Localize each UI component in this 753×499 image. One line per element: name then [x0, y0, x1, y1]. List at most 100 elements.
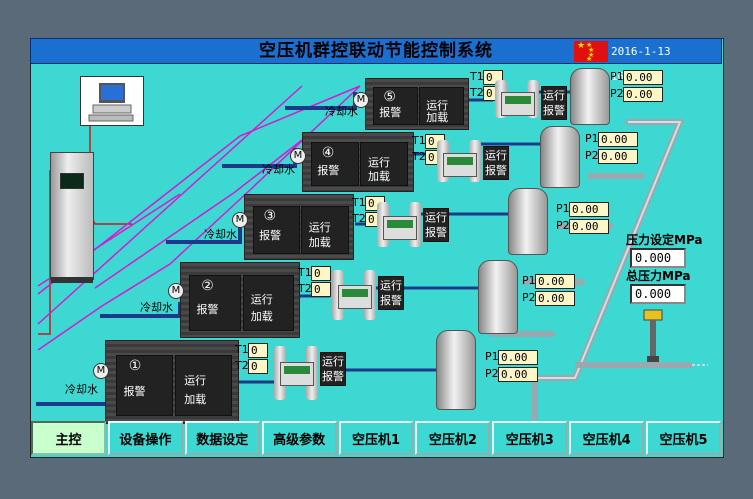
p2-label: P2	[522, 291, 536, 304]
air-tank[interactable]	[436, 330, 476, 410]
dryer-status-panel: 运行 报警	[541, 86, 567, 120]
cooling-water-label: 冷却水	[140, 301, 173, 314]
nav-button[interactable]: 空压机1	[338, 421, 414, 455]
alarm-indicator: 报警	[123, 385, 146, 399]
p2-value: 0.00	[569, 219, 609, 234]
t1-value: 0	[311, 266, 331, 281]
motor-valve-icon[interactable]: M	[232, 211, 248, 228]
pressure-sensor-icon	[643, 309, 663, 362]
t2-label: T2	[412, 150, 426, 163]
dryer-status-panel: 运行 报警	[423, 208, 449, 242]
pressure-setting-label: 压力设定MPa	[626, 233, 703, 247]
t2-label: T2	[470, 86, 484, 99]
motor-valve-icon[interactable]: M	[290, 148, 306, 165]
total-pressure-display: 0.000	[630, 284, 686, 304]
p1-value: 0.00	[598, 132, 638, 147]
nav-button[interactable]: 设备操作	[107, 421, 183, 455]
load-indicator: 加载	[184, 393, 207, 407]
dryer-unit[interactable]	[375, 202, 423, 248]
compressor-number: ⑤	[383, 89, 396, 105]
t1-label: T1	[412, 134, 426, 147]
cooling-water-label: 冷却水	[262, 163, 295, 176]
load-indicator: 加载	[250, 310, 273, 324]
alarm-indicator: 报警	[196, 302, 219, 316]
alarm-indicator: 报警	[379, 105, 402, 119]
pressure-setting-input[interactable]: 0.000	[630, 248, 686, 268]
run-indicator: 运行	[308, 220, 331, 234]
p2-label: P2	[585, 149, 599, 162]
total-pressure-label: 总压力MPa	[626, 269, 691, 283]
motor-valve-icon[interactable]: M	[353, 92, 369, 108]
p2-value: 0.00	[535, 291, 575, 306]
nav-button[interactable]: 数据设定	[184, 421, 260, 455]
p1-label: P1	[610, 70, 624, 83]
p1-value: 0.00	[569, 202, 609, 217]
t2-label: T2	[352, 212, 366, 225]
run-indicator: 运行	[426, 99, 449, 112]
t1-value: 0	[248, 343, 268, 358]
compressor-number: ④	[321, 144, 335, 161]
air-tank[interactable]	[570, 68, 610, 125]
nav-button[interactable]: 空压机2	[415, 421, 491, 455]
compressor-unit[interactable]: ③ 报警 运行 加载	[244, 194, 354, 260]
cooling-water-label: 冷却水	[204, 228, 237, 241]
run-indicator: 运行	[368, 156, 390, 170]
dryer-unit[interactable]	[493, 80, 541, 119]
nav-button[interactable]: 高级参数	[261, 421, 337, 455]
air-tank[interactable]	[540, 126, 580, 189]
load-indicator: 加载	[308, 235, 331, 249]
alarm-indicator: 报警	[317, 163, 340, 177]
t2-label: T2	[298, 282, 312, 295]
t2-value: 0	[311, 282, 331, 297]
p1-label: P1	[585, 132, 599, 145]
p1-value: 0.00	[535, 274, 575, 289]
p1-value: 0.00	[498, 350, 538, 365]
nav-button[interactable]: 空压机3	[492, 421, 568, 455]
t1-label: T1	[352, 196, 366, 209]
compressor-unit[interactable]: ① 报警 运行 加载	[105, 340, 239, 424]
t2-label: T2	[235, 359, 249, 372]
t1-label: T1	[298, 266, 312, 279]
nav-button[interactable]: 空压机4	[569, 421, 645, 455]
p2-value: 0.00	[598, 149, 638, 164]
run-indicator: 运行	[250, 293, 273, 307]
run-indicator: 运行	[184, 374, 207, 388]
t2-value: 0	[248, 359, 268, 374]
compressor-unit[interactable]: ② 报警 运行 加载	[180, 262, 300, 338]
p2-label: P2	[485, 367, 499, 380]
compressor-unit[interactable]: ④ 报警 运行 加载	[302, 132, 414, 192]
p2-value: 0.00	[623, 87, 663, 102]
china-flag-icon: ★ ★ ★ ★ ★	[574, 41, 608, 63]
alarm-indicator: 报警	[259, 229, 282, 243]
dryer-status-panel: 运行 报警	[320, 352, 346, 386]
nav-button[interactable]: 空压机5	[646, 421, 722, 455]
dryer-status-panel: 运行 报警	[378, 276, 404, 310]
p2-label: P2	[556, 219, 570, 232]
p2-value: 0.00	[498, 367, 538, 382]
p1-label: P1	[485, 350, 499, 363]
compressor-number: ①	[128, 358, 142, 375]
cooling-water-label: 冷却水	[325, 105, 358, 118]
air-tank[interactable]	[478, 260, 518, 335]
load-indicator: 加载	[426, 110, 449, 124]
air-tank[interactable]	[508, 188, 548, 255]
motor-valve-icon[interactable]: M	[93, 362, 109, 379]
p2-label: P2	[610, 87, 624, 100]
control-cabinet-icon	[50, 152, 94, 283]
cooling-water-label: 冷却水	[65, 383, 98, 396]
motor-valve-icon[interactable]: M	[168, 282, 184, 299]
load-indicator: 加载	[368, 169, 390, 183]
dryer-unit[interactable]	[330, 270, 378, 321]
compressor-unit[interactable]: ⑤ 报警 运行 加载	[365, 78, 469, 130]
page-title: 空压机群控联动节能控制系统	[259, 41, 493, 61]
computer-icon	[80, 76, 144, 126]
dryer-unit[interactable]	[435, 140, 483, 183]
p1-label: P1	[522, 274, 536, 287]
t1-label: T1	[470, 70, 484, 83]
dryer-unit[interactable]	[272, 346, 320, 400]
p1-label: P1	[556, 202, 570, 215]
dryer-status-panel: 运行 报警	[483, 146, 509, 180]
p1-value: 0.00	[623, 70, 663, 85]
nav-button[interactable]: 主控	[31, 421, 106, 455]
